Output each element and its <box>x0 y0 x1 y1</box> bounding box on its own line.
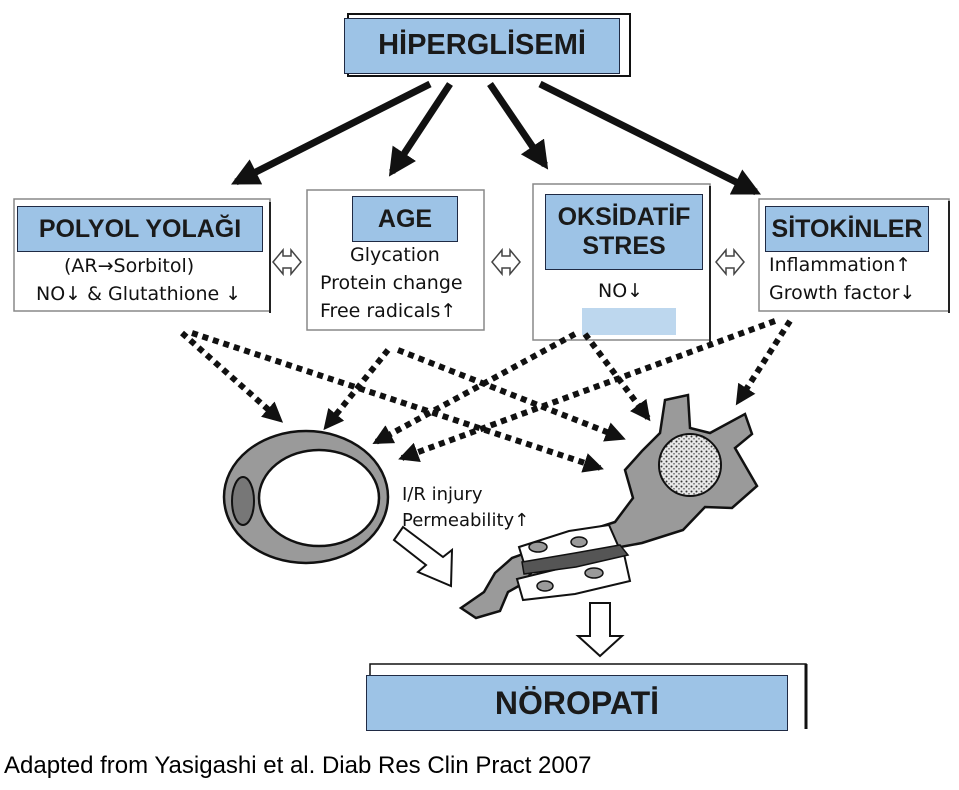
arrow-to-age <box>388 82 453 177</box>
oxidative-title: OKSİDATİF STRES <box>545 194 703 270</box>
down-arrow-icon <box>575 602 625 658</box>
polyol-title: POLYOL YOLAĞI <box>17 206 263 252</box>
dashed-arrow <box>372 331 577 445</box>
dashed-arrow <box>398 318 777 462</box>
dashed-arrow <box>396 347 626 442</box>
hollow-arrow-icon <box>392 525 454 588</box>
neuropathy-title: NÖROPATİ <box>366 675 788 731</box>
age-line: Protein change <box>320 272 463 294</box>
double-arrow-icon <box>715 247 745 277</box>
arrow-to-polyol <box>231 80 432 186</box>
oxidative-line: NO↓ <box>598 280 644 302</box>
dashed-arrow <box>180 330 284 423</box>
polyol-line: (AR→Sorbitol) <box>64 255 195 277</box>
cytokine-line: Growth factor↓ <box>769 282 916 304</box>
cytokine-line: Inflammation↑ <box>769 254 912 276</box>
dashed-arrow <box>582 332 651 422</box>
dashed-arrow <box>191 330 604 473</box>
vessel-label: Permeability↑ <box>402 510 530 531</box>
dashed-arrow <box>735 319 793 406</box>
highlight-box <box>582 308 676 335</box>
neuron <box>458 393 759 620</box>
vessel-label: I/R injury <box>402 484 483 505</box>
double-arrow-icon <box>272 247 302 277</box>
dashed-arrow <box>323 348 391 431</box>
cytokines-title: SİTOKİNLER <box>765 206 929 252</box>
age-line: Glycation <box>350 244 440 266</box>
age-line: Free radicals↑ <box>320 300 457 322</box>
arrow-to-oxidative <box>487 82 549 170</box>
source-caption: Adapted from Yasigashi et al. Diab Res C… <box>4 752 592 779</box>
polyol-line: NO↓ & Glutathione ↓ <box>36 283 242 305</box>
double-arrow-icon <box>491 247 521 277</box>
age-title: AGE <box>352 196 458 242</box>
arrow-to-cytokines <box>538 80 762 196</box>
hyperglycemia-title: HİPERGLİSEMİ <box>344 18 620 74</box>
blood-vessel <box>222 429 390 565</box>
